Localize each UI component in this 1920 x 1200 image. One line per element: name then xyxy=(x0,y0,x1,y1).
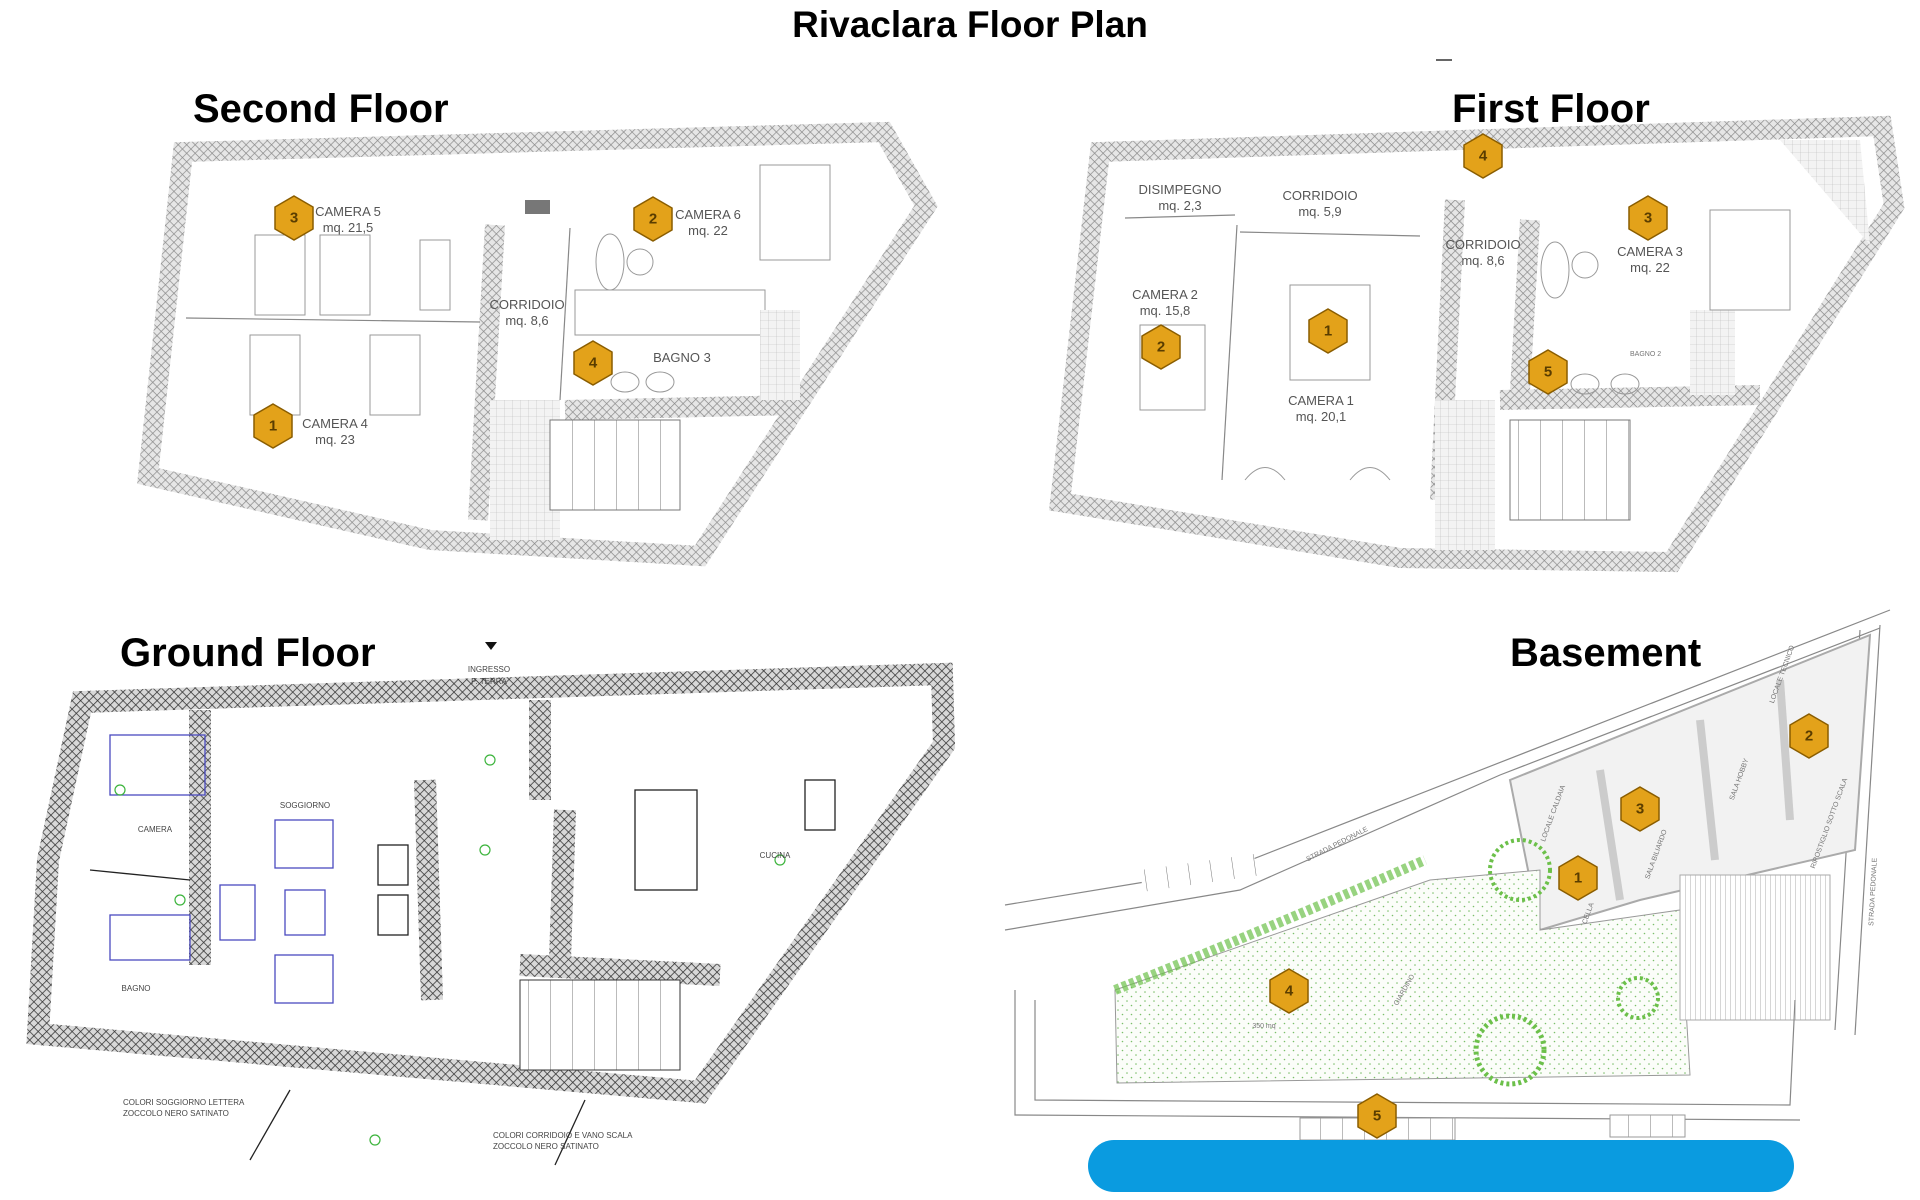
room-disimpegno: DISIMPEGNO mq. 2,3 xyxy=(1138,182,1221,213)
room-name: CORRIDOIO xyxy=(1282,188,1357,203)
room-name: CAMERA 1 xyxy=(1288,393,1354,408)
ground-floor-plan: Ground Floor INGRESSO P. TERRA SOGGIORNO… xyxy=(26,631,956,1166)
room-name: CORRIDOIO xyxy=(489,297,564,312)
marker-number: 4 xyxy=(1285,983,1294,1000)
marker-number: 2 xyxy=(649,211,657,228)
street-label: STRADA PEDONALE xyxy=(1305,826,1369,863)
exterior-walls xyxy=(26,662,956,1104)
room-bagno-3: 4 BAGNO 3 xyxy=(573,340,711,386)
second-floor-title: Second Floor xyxy=(193,87,449,131)
marker-number: 5 xyxy=(1544,364,1552,381)
marker-number: 2 xyxy=(1805,728,1813,745)
room-area: mq. 5,9 xyxy=(1298,204,1341,219)
room-bagno: BAGNO xyxy=(122,984,151,993)
deck xyxy=(1679,874,1831,1021)
room-area: mq. 23 xyxy=(315,432,355,447)
room-name: DISIMPEGNO xyxy=(1138,182,1221,197)
room-name: BAGNO 2 xyxy=(1630,351,1661,358)
room-area: mq. 15,8 xyxy=(1140,303,1191,318)
room-name: CAMERA 3 xyxy=(1617,244,1683,259)
landing-tiles xyxy=(490,400,560,540)
entrance-label: INGRESSO xyxy=(468,665,510,674)
bathroom-wall xyxy=(564,395,801,420)
room-area: mq. 22 xyxy=(688,223,728,238)
basement-plan: Basement STRADA PEDONALE STRADA PEDONALE… xyxy=(1004,609,1891,1192)
marker-number: 1 xyxy=(269,418,277,435)
note-text: ZOCCOLO NERO SATINATO xyxy=(493,1142,599,1151)
room-corridoio: CORRIDOIO mq. 8,6 xyxy=(489,297,564,328)
room-area: mq. 22 xyxy=(1630,260,1670,275)
room-name: CAMERA 2 xyxy=(1132,287,1198,302)
swimming-pool xyxy=(1088,1140,1794,1192)
interior-wall xyxy=(519,954,721,986)
room-area: mq. 8,6 xyxy=(1461,253,1504,268)
ground-floor-title: Ground Floor xyxy=(120,631,376,675)
room-corridoio-2: 4 CORRIDOIO mq. 8,6 xyxy=(1445,133,1521,268)
interior-wall xyxy=(414,779,443,1001)
room-corridoio-1: CORRIDOIO mq. 5,9 xyxy=(1282,188,1357,219)
room-camera-1: 1 CAMERA 1 mq. 20,1 xyxy=(1288,308,1354,424)
marker-number: 1 xyxy=(1574,870,1582,887)
staircase xyxy=(1509,419,1631,521)
room-name: BAGNO 3 xyxy=(653,350,711,365)
basement-title: Basement xyxy=(1510,631,1701,675)
street-label: STRADA PEDONALE xyxy=(1868,857,1879,926)
room-camera-5: 3 CAMERA 5 mq. 21,5 xyxy=(274,195,381,241)
room-bagno-2: 5 BAGNO 2 xyxy=(1528,349,1661,395)
exterior-walls xyxy=(1048,115,1905,573)
corridor-wall xyxy=(1510,219,1540,391)
marker-number: 2 xyxy=(1157,339,1165,356)
room-camera-3: 3 CAMERA 3 mq. 22 xyxy=(1617,195,1683,275)
marker-number: 5 xyxy=(1373,1108,1381,1125)
bathroom-wall xyxy=(1499,385,1761,410)
entrance-arrow-icon xyxy=(485,642,497,650)
staircase xyxy=(519,979,681,1071)
room-camera-4: 1 CAMERA 4 mq. 23 xyxy=(253,403,368,449)
note-text: COLORI CORRIDOIO E VANO SCALA xyxy=(493,1131,633,1140)
exterior-walls xyxy=(137,121,938,567)
staircase xyxy=(549,419,681,511)
room-name: CAMERA 4 xyxy=(302,416,368,431)
room-area: mq. 21,5 xyxy=(323,220,374,235)
corridor-wall xyxy=(468,224,505,521)
room-name: CAMERA 6 xyxy=(675,207,741,222)
room-soggiorno: SOGGIORNO xyxy=(280,801,330,810)
room-cucina: CUCINA xyxy=(760,851,791,860)
marker-number: 3 xyxy=(1644,210,1652,227)
garden xyxy=(1114,869,1691,1084)
room-camera: CAMERA xyxy=(138,825,173,834)
room-area: mq. 2,3 xyxy=(1158,198,1201,213)
note-text: ZOCCOLO NERO SATINATO xyxy=(123,1109,229,1118)
room-area: mq. 8,6 xyxy=(505,313,548,328)
garden-area: 350 mq xyxy=(1252,1023,1275,1030)
room-area: mq. 20,1 xyxy=(1296,409,1347,424)
marker-number: 3 xyxy=(1636,801,1644,818)
marker-number: 1 xyxy=(1324,323,1332,340)
marker-number: 4 xyxy=(589,355,598,372)
room-camera-2: 2 CAMERA 2 mq. 15,8 xyxy=(1132,287,1198,370)
marker-number: 4 xyxy=(1479,148,1488,165)
interior-wall xyxy=(549,809,576,961)
first-floor-title: First Floor xyxy=(1452,87,1650,131)
first-floor-plan: First Floor DISIMPEGNO mq. 2,3 CORRIDOIO… xyxy=(1048,87,1905,573)
room-name: CORRIDOIO xyxy=(1445,237,1520,252)
entrance-sublabel: P. TERRA xyxy=(471,677,507,686)
room-camera-6: 2 CAMERA 6 mq. 22 xyxy=(633,196,741,242)
note-text: COLORI SOGGIORNO LETTERA xyxy=(123,1098,245,1107)
second-floor-plan: Second Floor 3 CAMERA 5 mq. 21,5 2 CAMER… xyxy=(137,87,938,567)
dining-table xyxy=(634,789,698,891)
room-name: CAMERA 5 xyxy=(315,204,381,219)
page-title: Rivaclara Floor Plan xyxy=(792,4,1148,45)
marker-number: 3 xyxy=(290,210,298,227)
